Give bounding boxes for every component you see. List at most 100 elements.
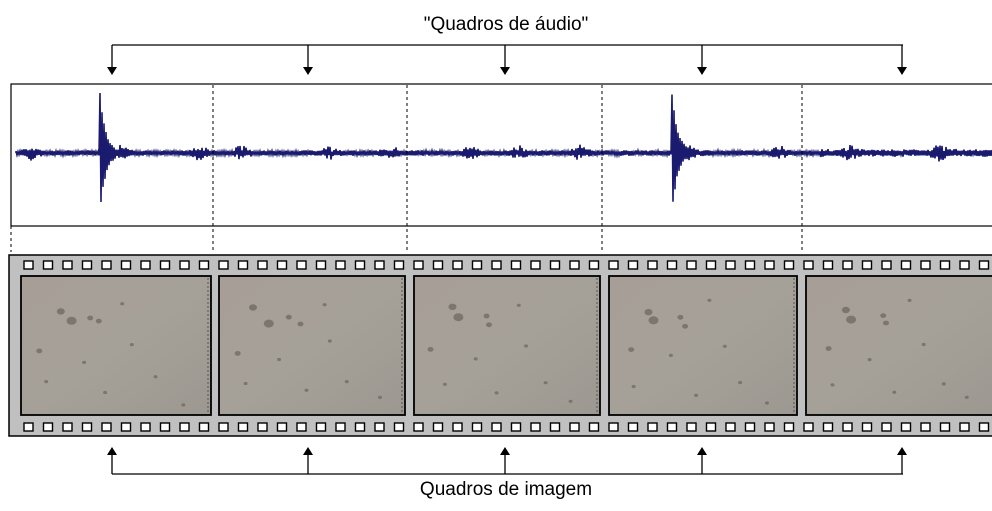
sprocket-hole <box>237 260 249 270</box>
sprocket-hole <box>471 422 483 432</box>
sprocket-hole <box>393 260 405 270</box>
down-arrow-icon <box>697 67 707 75</box>
sprocket-hole <box>62 422 73 432</box>
sprocket-hole <box>803 422 814 432</box>
sprocket-hole <box>315 422 327 432</box>
film-frame <box>608 275 798 416</box>
sprocket-hole <box>491 260 502 270</box>
down-arrow-icon <box>500 67 510 75</box>
audio-frames-bracket <box>111 44 903 68</box>
up-arrow-icon <box>303 447 313 455</box>
sprocket-hole <box>861 260 873 270</box>
sprocket-hole <box>81 260 93 270</box>
sprocket-hole <box>588 260 600 270</box>
sprocket-hole <box>354 422 366 432</box>
sprocket-hole <box>978 260 990 270</box>
sprocket-hole <box>140 422 151 432</box>
sprocket-hole <box>140 260 151 270</box>
sprocket-hole <box>452 422 463 432</box>
audio-waveform <box>15 92 992 203</box>
sprocket-hole <box>198 260 210 270</box>
sprocket-hole <box>842 260 853 270</box>
sprocket-hole <box>198 422 210 432</box>
sprocket-hole <box>939 260 951 270</box>
sprocket-hole <box>744 422 756 432</box>
sprocket-hole <box>978 422 990 432</box>
up-arrow-icon <box>697 447 707 455</box>
sprocket-hole <box>510 260 522 270</box>
sprocket-hole <box>744 260 756 270</box>
sprocket-hole <box>647 422 658 432</box>
sprocket-hole <box>608 422 619 432</box>
image-frames-bracket <box>111 453 903 475</box>
sprocket-hole <box>491 422 502 432</box>
up-arrow-icon <box>500 447 510 455</box>
film-strip <box>8 254 992 437</box>
sprocket-hole <box>81 422 93 432</box>
sprocket-hole <box>101 422 112 432</box>
sprocket-hole <box>666 422 678 432</box>
sprocket-hole <box>179 260 190 270</box>
audio-frames-caption: "Quadros de áudio" <box>423 14 589 35</box>
up-arrow-icon <box>107 447 117 455</box>
sprocket-hole <box>218 422 229 432</box>
waveform-trace <box>15 92 992 203</box>
down-arrow-icon <box>303 67 313 75</box>
sprocket-hole <box>881 260 892 270</box>
sprocket-hole <box>569 260 580 270</box>
image-frames-caption: Quadros de imagem <box>419 479 593 500</box>
sprocket-hole <box>530 422 541 432</box>
sprocket-hole <box>549 422 561 432</box>
sprocket-hole <box>452 260 463 270</box>
sprocket-hole <box>627 422 639 432</box>
sprocket-hole <box>842 422 853 432</box>
sprocket-hole <box>686 260 697 270</box>
down-arrow-icon <box>107 67 117 75</box>
up-arrow-icon <box>897 447 907 455</box>
sprocket-hole <box>276 422 288 432</box>
sprocket-hole <box>432 260 444 270</box>
sprocket-hole <box>783 260 795 270</box>
sprocket-hole <box>62 260 73 270</box>
sprocket-hole <box>335 260 346 270</box>
sprocket-hole <box>354 260 366 270</box>
sprocket-hole <box>627 260 639 270</box>
sprocket-hole <box>920 422 931 432</box>
sprocket-hole <box>374 260 385 270</box>
sprocket-hole <box>705 260 717 270</box>
sprocket-hole <box>822 260 834 270</box>
down-arrow-icon <box>897 67 907 75</box>
film-frame <box>805 275 992 416</box>
sprocket-hole <box>959 260 970 270</box>
sprocket-hole <box>23 422 34 432</box>
sprocket-hole <box>588 422 600 432</box>
sprocket-hole <box>939 422 951 432</box>
sprocket-hole <box>666 260 678 270</box>
sprocket-hole <box>159 260 171 270</box>
sprocket-hole <box>900 422 912 432</box>
sprocket-hole <box>218 260 229 270</box>
sprocket-hole <box>23 260 34 270</box>
sprocket-hole <box>315 260 327 270</box>
sprocket-hole <box>101 260 112 270</box>
sprocket-hole <box>296 260 307 270</box>
sprocket-hole <box>549 260 561 270</box>
sprocket-hole <box>413 260 424 270</box>
sprocket-hole <box>257 260 268 270</box>
sprocket-hole <box>783 422 795 432</box>
sprocket-hole <box>42 260 54 270</box>
sprocket-hole <box>120 260 132 270</box>
sprocket-hole <box>803 260 814 270</box>
sprocket-hole <box>920 260 931 270</box>
sprocket-hole <box>900 260 912 270</box>
sprocket-hole <box>764 260 775 270</box>
frame-boundaries <box>10 85 803 252</box>
sprocket-hole <box>42 422 54 432</box>
sprocket-hole <box>276 260 288 270</box>
sprocket-hole <box>159 422 171 432</box>
sprocket-hole <box>608 260 619 270</box>
sprocket-hole <box>861 422 873 432</box>
sprocket-hole <box>471 260 483 270</box>
sprocket-hole <box>530 260 541 270</box>
